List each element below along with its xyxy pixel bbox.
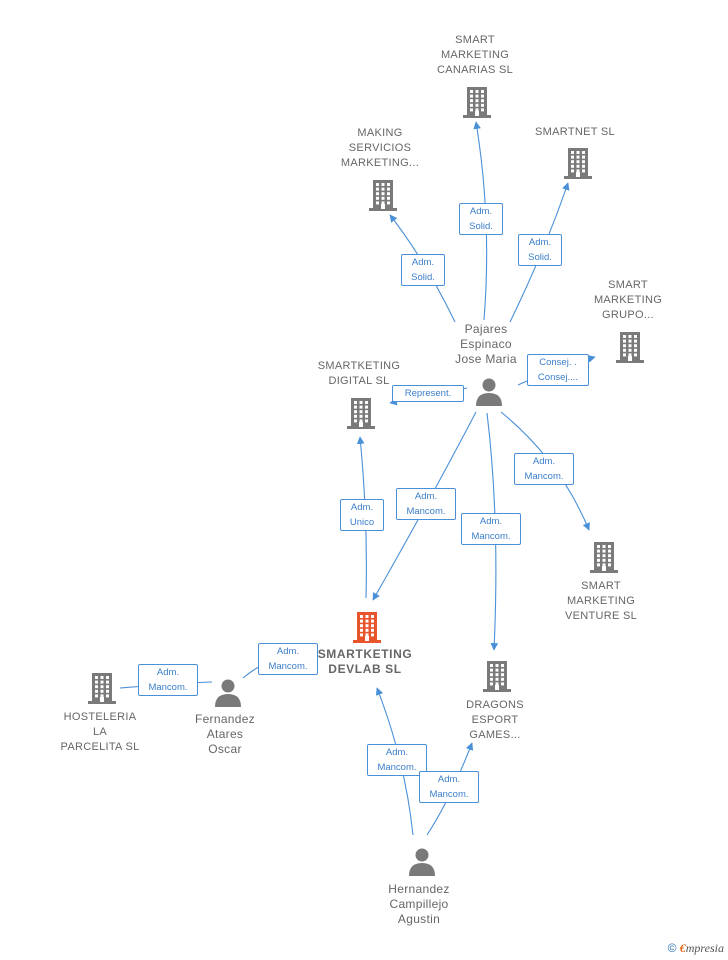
label-line: Mancom. <box>471 531 511 542</box>
label-line: Mancom. <box>268 661 308 672</box>
node-label-canarias[interactable]: SMART MARKETING CANARIAS SL <box>405 33 545 78</box>
label-line: Solid. <box>528 252 552 263</box>
label-line: Adm. <box>479 516 503 527</box>
edge-label-represent-digital[interactable]: Represent. <box>392 385 464 402</box>
label-line: Mancom. <box>148 682 188 693</box>
label-line: DRAGONS <box>466 699 524 711</box>
label-line: MARKETING <box>440 49 510 61</box>
label-line: SMARTKETING <box>317 647 413 661</box>
label-line: Consej. . <box>539 357 577 368</box>
label-line: Fernandez <box>194 712 256 726</box>
copyright-footer: © €mpresia <box>668 941 724 956</box>
label-line: Agustin <box>397 912 441 926</box>
label-line: Mancom. <box>429 789 469 800</box>
person-icon-fernandez[interactable] <box>213 678 243 713</box>
logo-text: mpresia <box>685 941 724 955</box>
label-line: Adm. <box>528 237 552 248</box>
label-line: Adm. <box>414 491 438 502</box>
label-line: Oscar <box>208 742 242 756</box>
label-line: CANARIAS SL <box>436 64 514 76</box>
label-line: Adm. <box>437 774 461 785</box>
label-line: Adm. <box>411 257 435 268</box>
building-icon-devlab[interactable] <box>352 610 382 649</box>
building-icon-venture[interactable] <box>589 540 619 579</box>
label-line: Atares <box>206 727 244 741</box>
label-line: SMART <box>455 34 495 46</box>
edge-label-adm-unico-digital[interactable]: Adm. Unico <box>340 499 384 531</box>
label-line: ESPORT <box>471 714 519 726</box>
label-line: Campillejo <box>389 897 449 911</box>
label-line: Adm. <box>469 206 493 217</box>
edge-label-adm-solid-canarias[interactable]: Adm. Solid. <box>459 203 503 235</box>
building-icon-dragons[interactable] <box>482 659 512 698</box>
label-line: LA <box>92 726 108 738</box>
label-line: SMART <box>581 580 621 592</box>
label-line: VENTURE SL <box>564 610 638 622</box>
building-icon-canarias[interactable] <box>462 85 492 124</box>
label-line: DEVLAB SL <box>328 662 402 676</box>
node-label-smartnet[interactable]: SMARTNET SL <box>505 125 645 140</box>
label-line: MARKETING <box>566 595 636 607</box>
node-label-making[interactable]: MAKING SERVICIOS MARKETING... <box>310 126 450 171</box>
label-line: Solid. <box>469 221 493 232</box>
logo-initial: € <box>679 941 686 955</box>
node-label-grupo[interactable]: SMART MARKETING GRUPO... <box>558 278 698 323</box>
building-icon-digital[interactable] <box>346 396 376 435</box>
edge-label-adm-mancom-pajares-devlab[interactable]: Adm. Mancom. <box>396 488 456 520</box>
building-icon-smartnet[interactable] <box>563 146 593 185</box>
label-line: Jose Maria <box>455 352 517 366</box>
label-line: MARKETING... <box>340 157 420 169</box>
building-icon-making[interactable] <box>368 178 398 217</box>
person-icon-pajares[interactable] <box>474 377 504 412</box>
label-line: Hernandez <box>388 882 450 896</box>
label-line: Mancom. <box>377 762 417 773</box>
label-line: GAMES... <box>469 729 521 741</box>
label-line: Adm. <box>532 456 556 467</box>
edge-label-adm-mancom-hernandez-devlab[interactable]: Adm. Mancom. <box>367 744 427 776</box>
label-line: Adm. <box>385 747 409 758</box>
edge-label-adm-mancom-pajares-dragons[interactable]: Adm. Mancom. <box>461 513 521 545</box>
label-line: SMARTKETING <box>317 360 401 372</box>
node-label-venture[interactable]: SMART MARKETING VENTURE SL <box>531 579 671 624</box>
label-line: DIGITAL SL <box>328 375 390 387</box>
label-line: Represent. <box>404 388 452 399</box>
label-line: SERVICIOS <box>348 142 412 154</box>
building-icon-grupo[interactable] <box>615 330 645 369</box>
copyright-symbol: © <box>667 941 677 955</box>
label-line: Pajares <box>464 322 508 336</box>
building-icon-hosteleria[interactable] <box>87 671 117 710</box>
node-label-hosteleria[interactable]: HOSTELERIA LA PARCELITA SL <box>30 710 170 755</box>
label-line: MAKING <box>357 127 403 139</box>
label-line: MARKETING <box>593 294 663 306</box>
node-label-dragons[interactable]: DRAGONS ESPORT GAMES... <box>425 698 565 743</box>
label-line: Mancom. <box>524 471 564 482</box>
label-line: Adm. <box>156 667 180 678</box>
label-line: Adm. <box>276 646 300 657</box>
edge-label-adm-mancom-venture[interactable]: Adm. Mancom. <box>514 453 574 485</box>
edge-label-adm-solid-smartnet[interactable]: Adm. Solid. <box>518 234 562 266</box>
label-line: Consej.... <box>537 372 579 383</box>
person-icon-hernandez[interactable] <box>407 847 437 882</box>
label-line: Mancom. <box>406 506 446 517</box>
edge-label-adm-solid-making[interactable]: Adm. Solid. <box>401 254 445 286</box>
label-line: Unico <box>349 517 375 528</box>
empresia-logo[interactable]: €mpresia <box>680 941 724 955</box>
label-line: GRUPO... <box>602 309 654 321</box>
edge-label-adm-mancom-hosteleria[interactable]: Adm. Mancom. <box>138 664 198 696</box>
label-line: HOSTELERIA <box>63 711 137 723</box>
edge-label-adm-mancom-fernandez-devlab[interactable]: Adm. Mancom. <box>258 643 318 675</box>
edge-label-consej-grupo[interactable]: Consej. . Consej.... <box>527 354 589 386</box>
label-line: Adm. <box>350 502 374 513</box>
label-line: PARCELITA SL <box>60 741 140 753</box>
node-label-digital[interactable]: SMARTKETING DIGITAL SL <box>289 359 429 389</box>
label-line: SMART <box>608 279 648 291</box>
edge-label-adm-mancom-hernandez-dragons[interactable]: Adm. Mancom. <box>419 771 479 803</box>
label-line: Solid. <box>411 272 435 283</box>
label-line: Espinaco <box>460 337 512 351</box>
label-line: SMARTNET SL <box>535 126 615 138</box>
